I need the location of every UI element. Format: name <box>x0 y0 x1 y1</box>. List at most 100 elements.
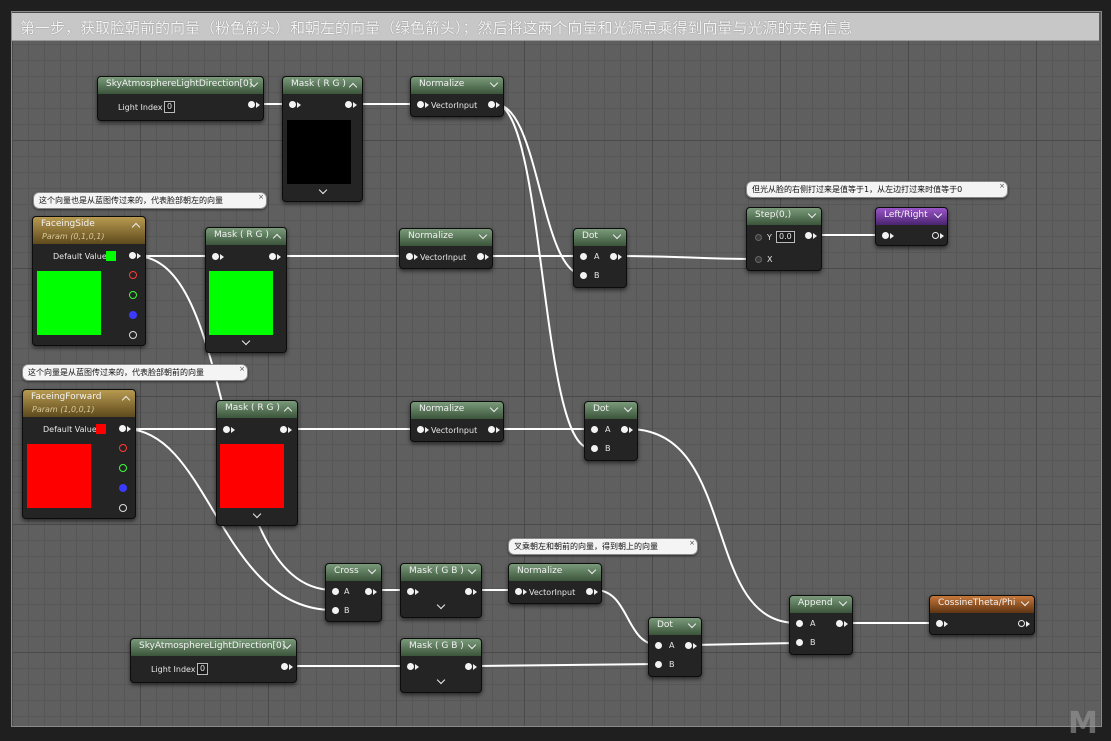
input-pin-b[interactable] <box>580 272 587 279</box>
red-channel-pin[interactable] <box>129 271 137 279</box>
node-cosine-theta-phi[interactable]: CossineTheta/Phi <box>929 595 1035 635</box>
input-pin[interactable] <box>289 101 296 108</box>
node-faceing-forward[interactable]: FaceingForward Param (1,0,0,1) Default V… <box>22 389 136 519</box>
default-value-swatch[interactable] <box>106 251 116 261</box>
chevron-down-icon[interactable] <box>467 640 477 650</box>
comment-bubble-step[interactable]: 但光从脸的右侧打过来是值等于1，从左边打过来时值等于0 × <box>746 181 1008 198</box>
output-pin[interactable] <box>488 101 495 108</box>
node-normalize-1[interactable]: Normalize VectorInput <box>410 76 504 117</box>
input-pin[interactable] <box>407 588 414 595</box>
input-pin-a[interactable] <box>332 588 339 595</box>
node-dot-3[interactable]: Dot A B <box>648 617 702 677</box>
node-cross[interactable]: Cross A B <box>325 563 382 622</box>
input-pin[interactable] <box>882 232 889 239</box>
output-pin[interactable] <box>119 425 126 432</box>
node-mask-rg-1[interactable]: Mask ( R G ) <box>282 76 363 202</box>
node-step[interactable]: Step(0,) Y 0.0 X <box>746 207 822 271</box>
input-pin-a[interactable] <box>591 426 598 433</box>
input-pin[interactable] <box>515 588 522 595</box>
input-pin[interactable] <box>406 253 413 260</box>
node-normalize-2[interactable]: Normalize VectorInput <box>399 228 493 269</box>
output-pin[interactable] <box>805 232 812 239</box>
output-pin[interactable] <box>477 253 484 260</box>
output-pin[interactable] <box>345 101 352 108</box>
input-pin-y[interactable] <box>755 234 762 241</box>
node-dot-1[interactable]: Dot A B <box>573 228 627 288</box>
chevron-down-icon[interactable] <box>489 403 499 413</box>
chevron-down-icon[interactable] <box>587 565 597 575</box>
chevron-down-icon[interactable] <box>489 78 499 88</box>
node-dot-2[interactable]: Dot A B <box>584 401 638 461</box>
chevron-down-icon[interactable] <box>612 230 622 240</box>
close-icon[interactable]: × <box>258 193 264 201</box>
node-mask-gb-1[interactable]: Mask ( G B ) <box>400 563 482 618</box>
chevron-down-icon[interactable] <box>252 509 262 519</box>
close-icon[interactable]: × <box>689 539 695 547</box>
input-pin-a[interactable] <box>655 642 662 649</box>
input-pin[interactable] <box>936 620 943 627</box>
chevron-up-icon[interactable] <box>131 222 141 232</box>
comment-bubble-faceing-forward[interactable]: 这个向量是从蓝图传过来的，代表脸部朝前的向量 × <box>22 364 248 381</box>
node-faceing-side[interactable]: FaceingSide Param (0,1,0,1) Default Valu… <box>32 216 146 346</box>
alpha-channel-pin[interactable] <box>129 331 137 339</box>
light-index-input[interactable]: 0 <box>164 101 176 113</box>
comment-box-header[interactable]: 第一步，获取脸朝前的向量（粉色箭头）和朝左的向量（绿色箭头）；然后将这两个向量和… <box>12 13 1099 41</box>
chevron-down-icon[interactable] <box>687 619 697 629</box>
chevron-down-icon[interactable] <box>933 209 943 219</box>
input-pin-b[interactable] <box>796 639 803 646</box>
input-pin[interactable] <box>212 253 219 260</box>
chevron-up-icon[interactable] <box>272 233 282 243</box>
output-pin[interactable] <box>836 620 843 627</box>
input-pin-b[interactable] <box>332 607 339 614</box>
output-pin[interactable] <box>465 588 472 595</box>
red-channel-pin[interactable] <box>119 444 127 452</box>
input-pin-b[interactable] <box>591 445 598 452</box>
node-left-right[interactable]: Left/Right <box>875 207 948 246</box>
node-mask-rg-3[interactable]: Mask ( R G ) <box>216 400 298 526</box>
output-pin[interactable] <box>586 588 593 595</box>
input-pin[interactable] <box>417 101 424 108</box>
node-normalize-4[interactable]: Normalize VectorInput <box>508 563 602 604</box>
node-sky-atmosphere-2[interactable]: SkyAtmosphereLightDirection[0] Light Ind… <box>130 638 297 683</box>
input-pin[interactable] <box>407 663 414 670</box>
alpha-channel-pin[interactable] <box>119 504 127 512</box>
chevron-down-icon[interactable] <box>478 230 488 240</box>
output-pin[interactable] <box>1018 620 1025 627</box>
chevron-up-icon[interactable] <box>348 82 358 92</box>
y-value-input[interactable]: 0.0 <box>776 231 795 243</box>
chevron-down-icon[interactable] <box>436 600 446 610</box>
node-append[interactable]: Append A B <box>789 595 853 655</box>
output-pin[interactable] <box>610 253 617 260</box>
output-pin[interactable] <box>281 663 288 670</box>
blue-channel-pin[interactable] <box>119 484 127 492</box>
output-pin[interactable] <box>365 588 372 595</box>
chevron-down-icon[interactable] <box>807 209 817 219</box>
green-channel-pin[interactable] <box>119 464 127 472</box>
output-pin[interactable] <box>685 642 692 649</box>
blue-channel-pin[interactable] <box>129 311 137 319</box>
chevron-down-icon[interactable] <box>318 185 327 195</box>
input-pin-a[interactable] <box>796 620 803 627</box>
node-mask-gb-2[interactable]: Mask ( G B ) <box>400 638 482 693</box>
chevron-down-icon[interactable] <box>467 565 477 575</box>
node-sky-atmosphere-1[interactable]: SkyAtmosphereLightDirection[0] Light Ind… <box>97 76 264 121</box>
node-normalize-3[interactable]: Normalize VectorInput <box>410 401 504 442</box>
green-channel-pin[interactable] <box>129 291 137 299</box>
output-pin[interactable] <box>621 426 628 433</box>
default-value-swatch[interactable] <box>96 424 106 434</box>
output-pin[interactable] <box>129 252 136 259</box>
input-pin[interactable] <box>417 426 424 433</box>
chevron-down-icon[interactable] <box>1020 597 1030 607</box>
chevron-down-icon[interactable] <box>241 336 251 346</box>
input-pin[interactable] <box>223 426 230 433</box>
chevron-down-icon[interactable] <box>367 565 377 575</box>
close-icon[interactable]: × <box>999 182 1005 190</box>
output-pin[interactable] <box>488 426 495 433</box>
output-pin[interactable] <box>465 663 472 670</box>
output-pin[interactable] <box>280 426 287 433</box>
node-mask-rg-2[interactable]: Mask ( R G ) <box>205 227 287 353</box>
chevron-down-icon[interactable] <box>623 403 633 413</box>
chevron-up-icon[interactable] <box>283 406 293 416</box>
chevron-up-icon[interactable] <box>121 395 131 405</box>
input-pin-a[interactable] <box>580 253 587 260</box>
